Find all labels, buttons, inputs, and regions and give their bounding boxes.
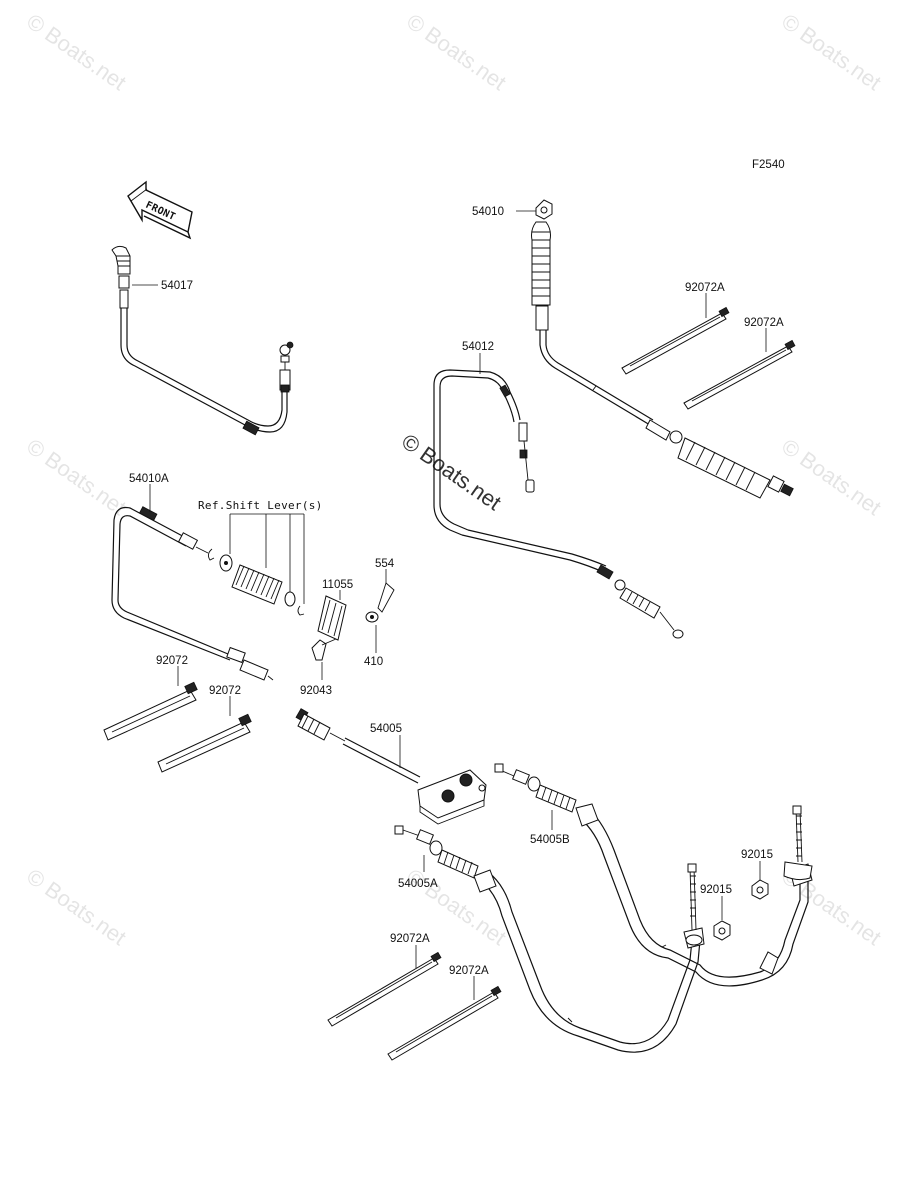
part-label-410: 410 <box>364 656 383 668</box>
cable-54017 <box>111 245 294 436</box>
part-label-54010: 54010 <box>472 206 504 218</box>
cable-tie-92072A-4 <box>387 985 502 1061</box>
watermark: © Boats.net <box>402 9 511 96</box>
part-label-54010A: 54010A <box>129 473 169 485</box>
part-label-92015: 92015 <box>741 849 773 861</box>
part-label-54005B: 54005B <box>530 834 570 846</box>
watermark: © Boats.net <box>22 434 131 521</box>
cable-tie-92072A-3 <box>327 951 442 1027</box>
reference-note: Ref.Shift Lever(s) <box>198 499 323 512</box>
watermark: © Boats.net <box>777 9 886 96</box>
cable-54010 <box>531 199 794 499</box>
part-label-92072A: 92072A <box>744 317 784 329</box>
part-label-11055: 11055 <box>322 579 353 591</box>
part-label-54005A: 54005A <box>398 878 438 890</box>
part-label-92072A: 92072A <box>685 282 725 294</box>
cable-54010A <box>111 506 274 681</box>
part-label-92072A: 92072A <box>449 965 489 977</box>
nut-92015-2 <box>713 920 731 941</box>
cable-54005 <box>295 708 813 1053</box>
figure-code: F2540 <box>752 159 785 171</box>
shift-lever-assembly <box>207 548 395 661</box>
front-arrow-icon: FRONT <box>127 180 193 240</box>
cable-54012 <box>433 369 684 639</box>
watermark: © Boats.net <box>22 9 131 96</box>
cable-tie-92072A-1 <box>621 306 730 375</box>
part-label-92072: 92072 <box>156 655 188 667</box>
leader-lines <box>132 210 767 1000</box>
part-label-554: 554 <box>375 558 395 570</box>
part-label-54017: 54017 <box>161 280 193 292</box>
part-labels: 54010 54017 92072A 92072A 54012 54010A R… <box>129 206 784 977</box>
cable-tie-92072-1 <box>103 681 198 741</box>
part-label-92072: 92072 <box>209 685 241 697</box>
cable-tie-92072-2 <box>157 713 252 773</box>
cable-tie-92072A-2 <box>683 339 796 410</box>
part-label-54012: 54012 <box>462 341 494 353</box>
part-label-54005: 54005 <box>370 723 402 735</box>
watermark: © Boats.net <box>777 434 886 521</box>
nut-92015-1 <box>751 879 769 900</box>
part-label-92043: 92043 <box>300 685 332 697</box>
part-label-92015: 92015 <box>700 884 732 896</box>
watermark: © Boats.net <box>22 864 131 951</box>
center-watermark: © Boats.net <box>397 429 506 516</box>
part-label-92072A: 92072A <box>390 933 430 945</box>
